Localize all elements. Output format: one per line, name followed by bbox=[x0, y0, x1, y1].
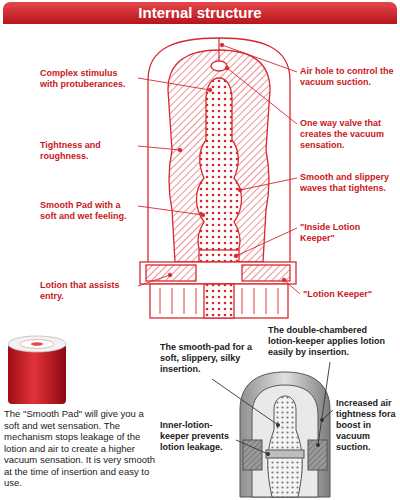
leader-lines bbox=[138, 43, 300, 294]
callout-label: Tightness and roughness. bbox=[40, 140, 135, 162]
callout-label: The smooth-pad for a soft, slippery, sil… bbox=[160, 342, 260, 375]
title-band: Internal structure bbox=[3, 2, 397, 24]
cup-section bbox=[140, 38, 296, 318]
callout-label: The double-chambered lotion-keeper appli… bbox=[268, 325, 396, 358]
callout-label: Lotion that assists entry. bbox=[40, 280, 135, 302]
callout-label: Air hole to control the vacuum suction. bbox=[300, 66, 396, 88]
callout-label: Increased air tightness fora boost in va… bbox=[336, 398, 396, 453]
product-photo bbox=[8, 336, 66, 404]
callout-label: One way valve that creates the vacuum se… bbox=[300, 118, 396, 151]
description-text: The "Smooth Pad" will give you a soft an… bbox=[4, 408, 156, 489]
cutaway-illustration bbox=[240, 372, 330, 497]
callout-label: Complex stimulus with protuberances. bbox=[40, 68, 135, 90]
callout-label: Smooth and slippery waves that tightens. bbox=[300, 172, 396, 194]
callout-label: Smooth Pad with a soft and wet feeling. bbox=[40, 200, 135, 222]
callout-label: "Lotion Keeper" bbox=[303, 289, 397, 300]
callout-label: "Inside Lotion Keeper" bbox=[300, 222, 396, 244]
leader-lines bbox=[212, 362, 333, 456]
callout-label: Inner-lotion-keeper prevents lotion leak… bbox=[160, 420, 234, 453]
